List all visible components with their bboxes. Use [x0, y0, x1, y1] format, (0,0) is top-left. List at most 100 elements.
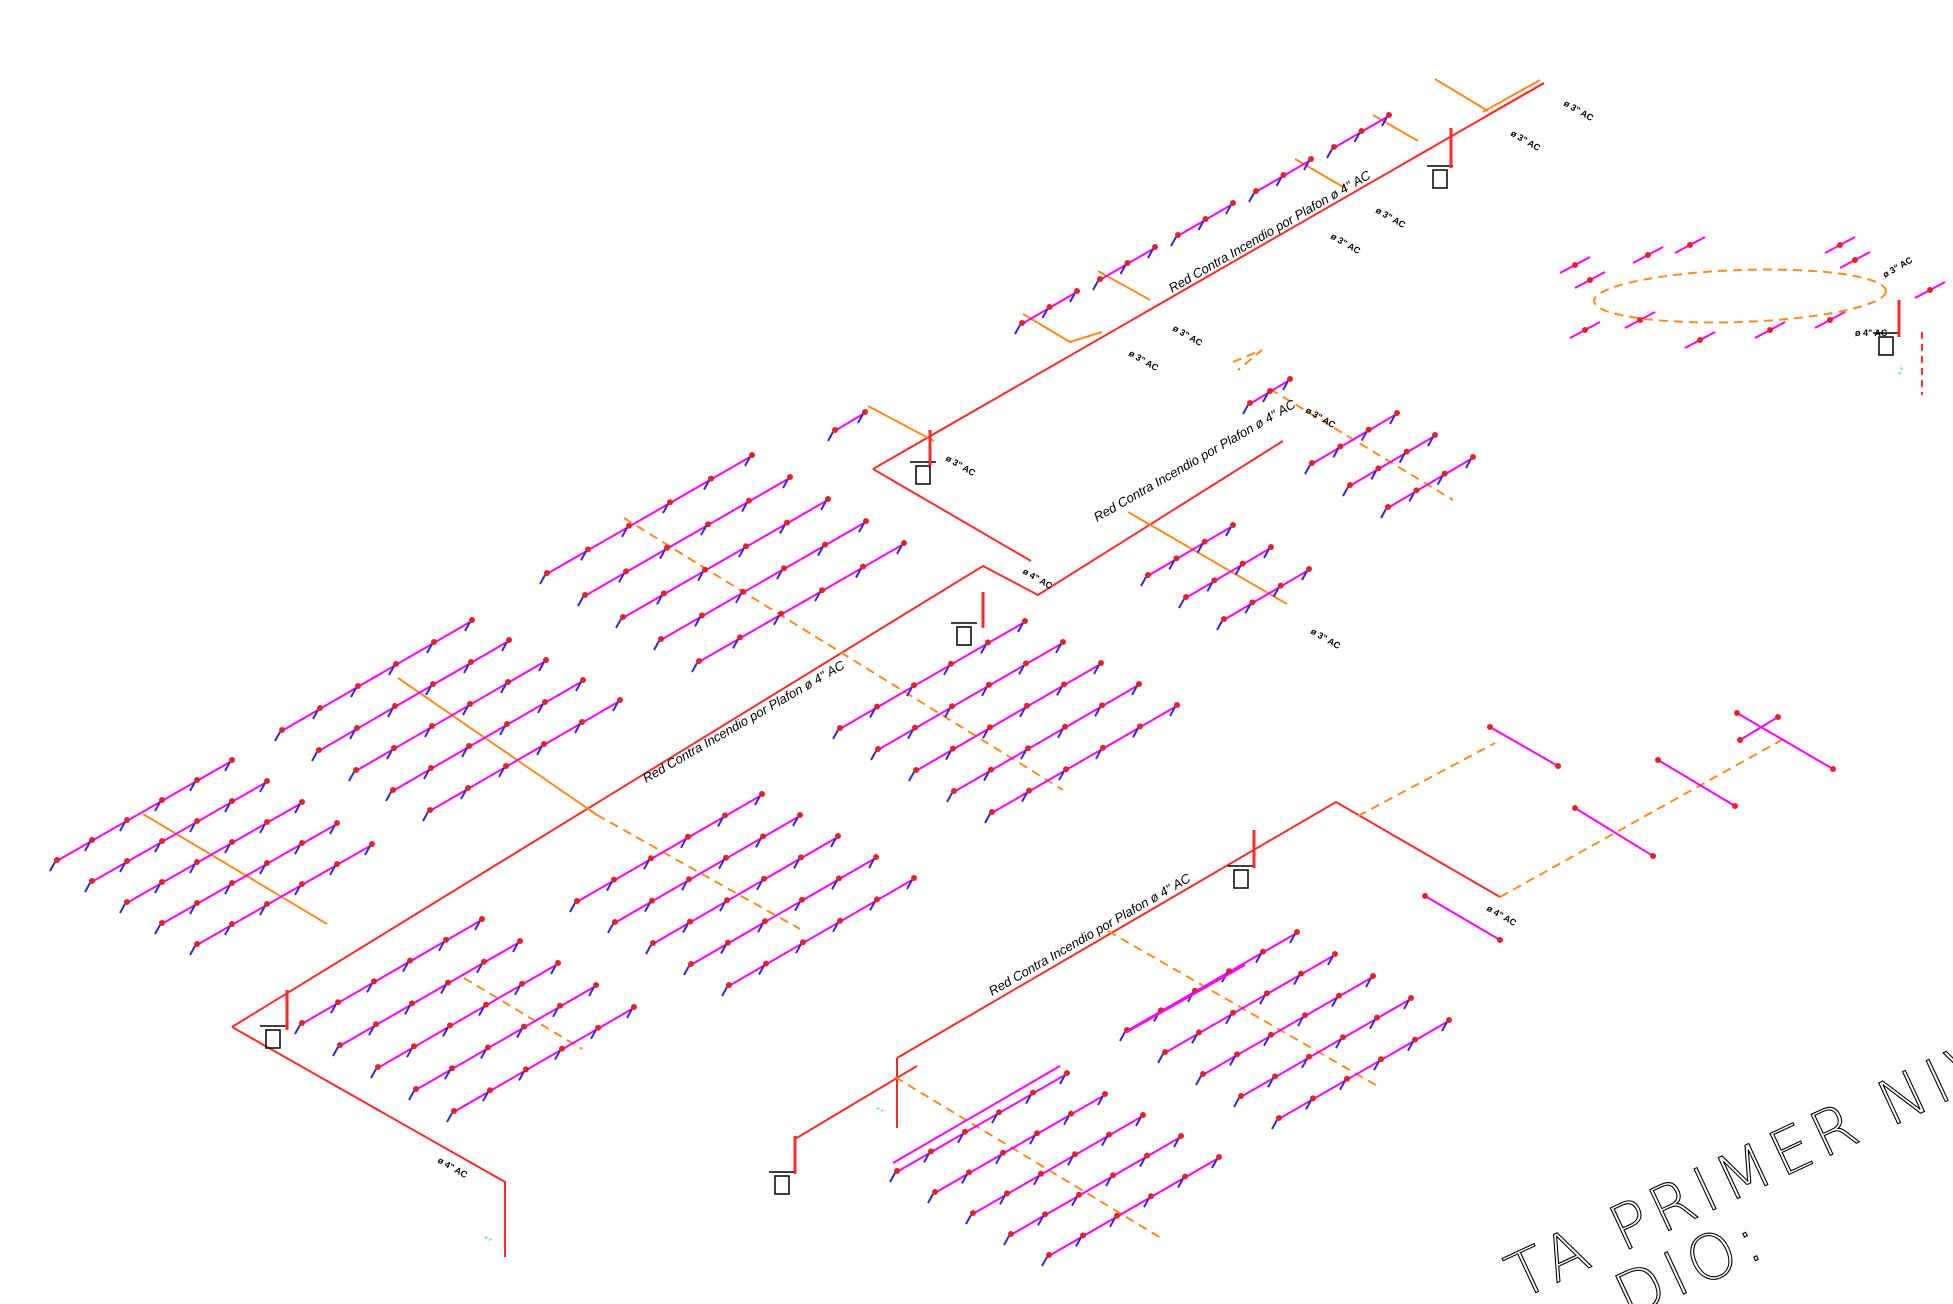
sprinkler-drop — [312, 709, 319, 720]
sprinkler-head-icon — [411, 1043, 417, 1050]
branch-line — [1309, 414, 1396, 466]
sprinkler-drop — [189, 863, 196, 874]
sprinkler-drop — [1101, 1136, 1108, 1147]
sprinkler-head-icon — [762, 918, 768, 925]
sprinkler-head-icon — [825, 496, 831, 502]
sprinkler-head-icon — [1331, 144, 1337, 150]
branch-line — [1200, 977, 1372, 1077]
sprinkler-head-icon — [1022, 618, 1028, 624]
sprinkler-drop — [577, 596, 584, 607]
sprinkler-drop — [721, 986, 728, 997]
sprinkler-head-icon — [722, 812, 728, 819]
sprinkler-head-icon — [505, 679, 511, 685]
sprinkler-head-icon — [466, 743, 472, 749]
sprinkler-drop — [480, 1048, 487, 1059]
sprinkler-drop — [1157, 1053, 1164, 1064]
sprinkler-head-icon — [159, 879, 165, 885]
sprinkler-drop — [738, 547, 745, 558]
sprinkler-head-icon — [1358, 128, 1365, 134]
sprinkler-head-icon — [725, 939, 731, 946]
sprinkler-drop — [1403, 999, 1410, 1010]
sprinkler-head-icon — [1830, 766, 1836, 772]
sprinkler-drop — [388, 665, 395, 676]
sprinkler-head-icon — [159, 838, 165, 844]
riser-tag: ø 4" — [483, 1235, 494, 1245]
dim-4in: ø 4" AC — [1855, 328, 1888, 338]
sprinkler-head-icon — [1637, 317, 1643, 323]
main-line-labels: Red Contra Incendio por Plafon ø 4" AC R… — [640, 167, 1373, 998]
sprinkler-head-icon — [1276, 1115, 1282, 1121]
sprinkler-head-icon — [593, 982, 599, 988]
sprinkler-drop — [1014, 324, 1021, 335]
sprinkler-drop — [981, 686, 988, 697]
sprinkler-drop — [552, 1007, 559, 1018]
dim-3in: ø 3" AC — [1329, 231, 1363, 256]
sprinkler-head-icon — [912, 724, 918, 731]
sprinkler-head-icon — [334, 861, 340, 867]
sprinkler-head-icon — [1201, 538, 1208, 545]
sprinkler-head-icon — [1370, 973, 1376, 979]
sprinkler-drop — [869, 708, 876, 719]
sprinkler-drop — [943, 665, 950, 676]
sprinkler-drop — [294, 803, 301, 814]
sprinkler-head-icon — [743, 543, 749, 550]
sprinkler-head-icon — [1827, 317, 1833, 323]
sprinkler-head-icon — [479, 916, 485, 922]
sprinkler-head-icon — [1386, 112, 1392, 118]
sprinkler-head-icon — [543, 657, 549, 663]
riser-valve-5 — [1228, 830, 1256, 889]
sprinkler-head-icon — [279, 727, 285, 733]
sprinkler-drop — [606, 881, 613, 892]
sprinkler-head-icon — [617, 697, 623, 703]
sprinkler-drop — [1059, 1074, 1066, 1085]
sprinkler-head-icon — [699, 612, 705, 619]
sprinkler-head-icon — [1060, 639, 1066, 645]
sprinkler-drop — [855, 568, 862, 579]
sprinkler-drop — [512, 942, 519, 953]
sprinkler-head-icon — [1162, 1049, 1168, 1055]
sprinkler-drop — [423, 769, 430, 780]
sprinkler-head-icon — [1497, 937, 1503, 943]
sprinkler-head-icon — [1775, 714, 1781, 720]
sprinkler-drop — [735, 593, 742, 604]
sprinkler-head-icon — [574, 898, 580, 904]
sprinkler-drop — [755, 837, 762, 848]
sprinkler-head-icon — [483, 1001, 489, 1008]
sprinkler-drop — [1225, 526, 1232, 537]
riser-valve-1 — [910, 430, 936, 485]
sprinkler-head-icon — [1140, 1112, 1146, 1118]
sprinkler-drop — [744, 456, 751, 467]
sprinkler-head-icon — [781, 565, 787, 572]
sprinkler-drop — [500, 683, 507, 694]
sprinkler-head-icon — [1196, 1029, 1202, 1036]
sprinkler-drop — [1303, 160, 1310, 171]
sprinkler-head-icon — [1063, 766, 1069, 773]
sprinkler-drop — [1441, 1021, 1448, 1032]
sprinkler-drop — [983, 771, 990, 782]
sprinkler-head-icon — [299, 799, 305, 805]
sprinkler-head-icon — [749, 452, 755, 458]
sprinkler-head-icon — [746, 497, 752, 504]
sprinkler-head-icon — [1024, 702, 1030, 709]
sprinkler-head-icon — [299, 881, 305, 887]
sprinkler-drop — [1234, 565, 1242, 576]
sprinkler-head-icon — [1302, 1012, 1308, 1019]
sprinkler-drop — [1244, 603, 1252, 614]
sprinkler-head-icon — [371, 978, 377, 985]
sprinkler-drop — [757, 922, 764, 933]
sprinkler-head-icon — [1061, 681, 1067, 688]
sprinkler-head-icon — [1287, 376, 1293, 382]
sprinkler-drop — [1017, 622, 1024, 633]
sprinkler-drop — [1370, 469, 1378, 480]
sprinkler-head-icon — [89, 878, 95, 884]
sprinkler-head-icon — [354, 725, 360, 731]
sprinkler-drop — [259, 905, 266, 916]
sprinkler-drop — [84, 841, 91, 852]
sprinkler-drop — [1255, 953, 1262, 964]
sprinkler-head-icon — [1852, 257, 1858, 263]
sprinkler-drop — [462, 705, 469, 716]
sprinkler-drop — [1092, 280, 1099, 291]
branch-line — [574, 795, 761, 904]
sprinkler-head-icon — [229, 839, 235, 845]
sprinkler-drop — [1369, 1019, 1376, 1030]
